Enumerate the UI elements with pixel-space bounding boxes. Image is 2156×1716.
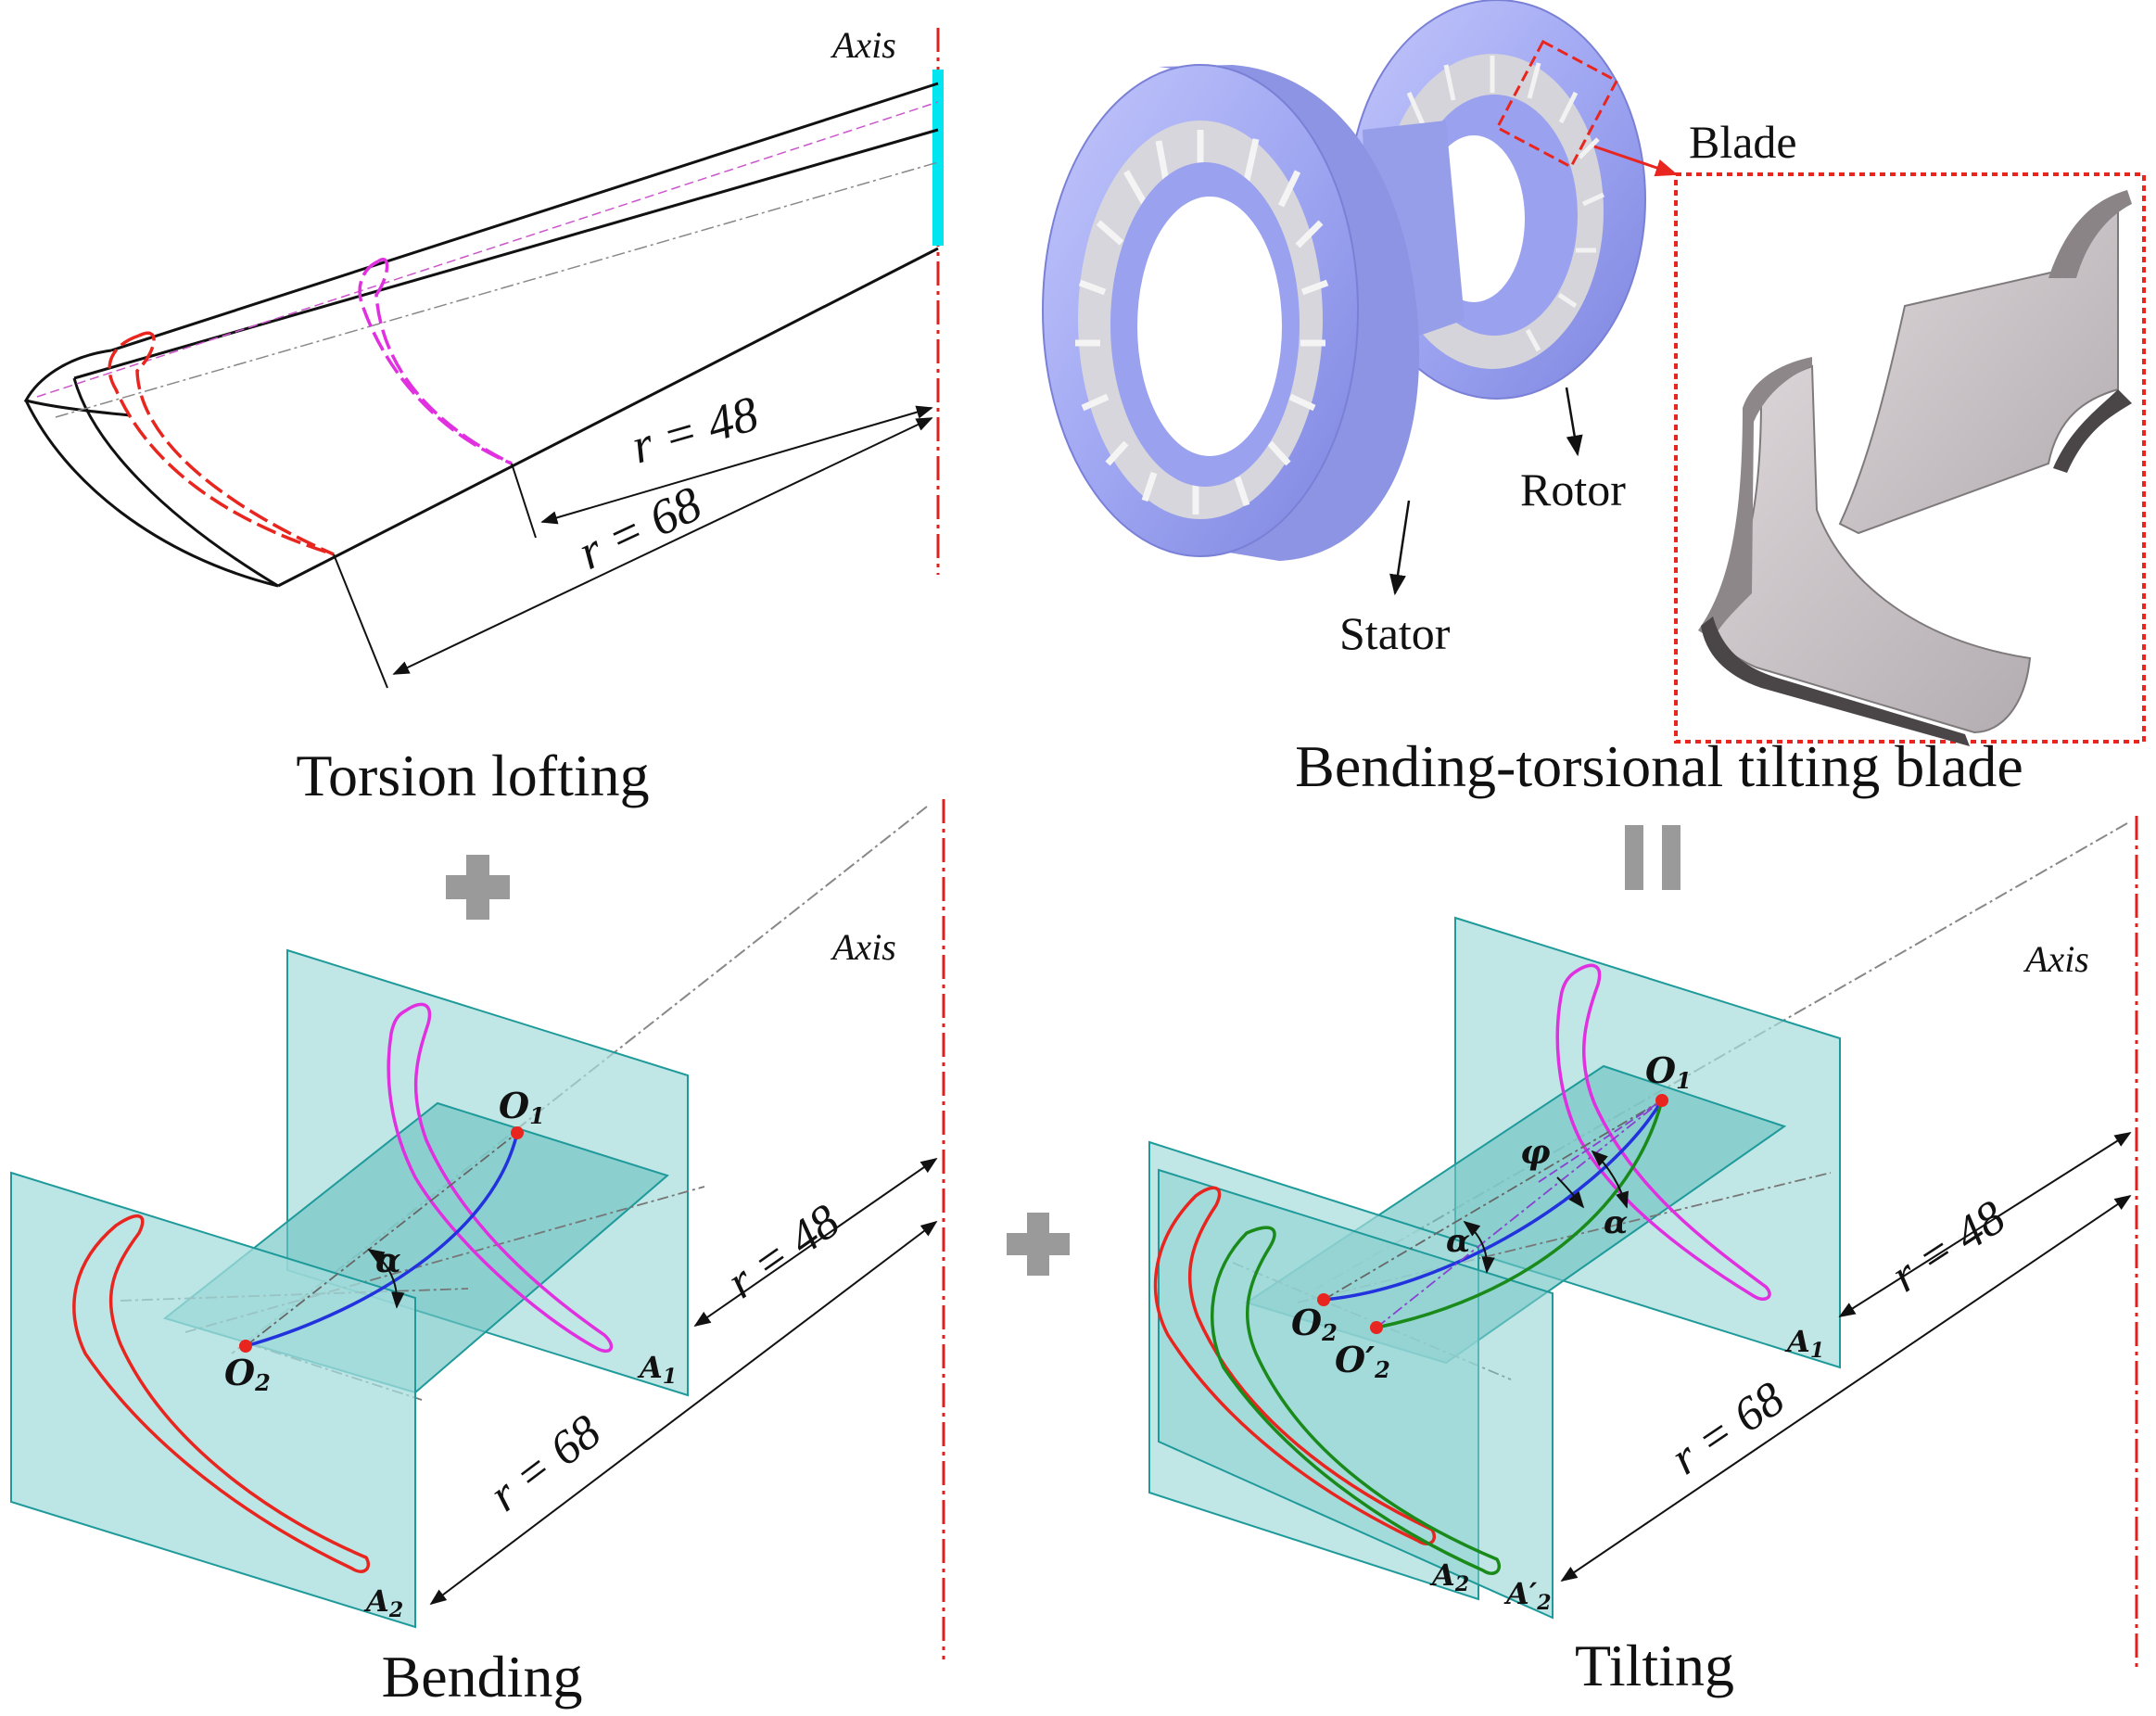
label-a2-prime: A′2	[1503, 1576, 1552, 1615]
alpha-label-right: α	[1604, 1204, 1628, 1241]
label-o1: O1	[499, 1085, 545, 1129]
plane-a2-prime	[1158, 1168, 1554, 1620]
profile-red	[72, 1214, 371, 1573]
plus-operator-top	[446, 855, 510, 920]
phi-label: φ	[1520, 1133, 1551, 1172]
stacking-curve	[245, 1132, 519, 1348]
dim-extension-inner	[511, 463, 537, 539]
dim-label-r68: r = 68	[570, 476, 710, 580]
alpha-label-left: α	[1446, 1223, 1470, 1260]
label-o2: O2	[1291, 1302, 1338, 1346]
hub-segment	[932, 70, 944, 246]
alpha-arc-left	[1463, 1220, 1495, 1274]
alpha-label: α	[375, 1241, 401, 1280]
axis-label: Axis	[830, 926, 896, 968]
axis-label: Axis	[830, 24, 896, 66]
caption-tilting: Tilting	[1575, 1633, 1734, 1698]
panel-bending: Axis α O1 O2 A1 A2 r = 48 r = 68 Bending	[10, 799, 945, 1710]
reference-line-2	[1376, 1100, 1663, 1328]
dim-label-r68: r = 68	[480, 1405, 611, 1522]
dim-line-r68	[392, 417, 933, 675]
caption-torsion-lofting: Torsion lofting	[296, 743, 649, 808]
dim-label-r48: r = 48	[717, 1195, 849, 1309]
blade-callout-arrow	[1593, 145, 1679, 177]
caption-assembly: Bending-torsional tilting blade	[1295, 733, 2023, 799]
dim-line-r68	[1560, 1194, 2132, 1583]
label-o1: O1	[1645, 1049, 1692, 1094]
dim-line-r68	[429, 1220, 938, 1606]
point-o1	[511, 1126, 524, 1139]
label-o2-prime: O′2	[1335, 1339, 1390, 1383]
rotor-callout-arrow	[1565, 387, 1583, 457]
profile-green	[1210, 1226, 1502, 1575]
point-o2-prime	[1370, 1321, 1383, 1334]
panel-assembly: Blade Rotor Stator Bending-torsional til…	[1042, 0, 2146, 799]
label-a2: A2	[1429, 1557, 1469, 1596]
root-profile-red	[108, 331, 335, 556]
label-a2: A2	[363, 1583, 403, 1622]
axis-label: Axis	[2023, 938, 2089, 980]
point-o1	[1655, 1094, 1668, 1107]
point-o2	[239, 1340, 252, 1353]
reference-line-3	[1538, 1100, 1663, 1183]
label-o2: O2	[224, 1352, 271, 1396]
chord-centerline-2	[55, 161, 939, 418]
stator-callout-arrow	[1389, 500, 1411, 596]
dim-label-r48: r = 48	[1882, 1191, 2014, 1303]
alpha-arc	[367, 1249, 405, 1309]
plus-operator-middle	[1007, 1213, 1070, 1276]
stator-ring	[1042, 64, 1420, 561]
caption-bending: Bending	[382, 1644, 583, 1710]
equals-operator	[1625, 825, 1680, 890]
blade-highlight-box	[1495, 39, 1619, 169]
blade-render-front	[1698, 357, 2032, 746]
stator-label: Stator	[1339, 607, 1451, 659]
panel-torsion-lofting: Axis r = 48 r = 68 Torsion lofting	[23, 24, 944, 808]
point-o2	[1317, 1293, 1330, 1306]
dim-extension-outer	[333, 553, 388, 689]
blade-wireframe	[23, 82, 939, 588]
blade-render-rear	[1838, 190, 2132, 535]
panel-tilting: Axis α α φ O1 O2 O′2 A1	[1148, 816, 2138, 1698]
stacking-curve-blue	[1323, 1100, 1664, 1302]
chord-centerline	[36, 101, 939, 398]
reference-line	[1323, 1100, 1663, 1301]
rotor-label: Rotor	[1520, 464, 1626, 515]
alpha-reference-line	[245, 1132, 518, 1347]
blade-detail-box	[1674, 172, 2146, 744]
blade-label: Blade	[1689, 116, 1797, 168]
